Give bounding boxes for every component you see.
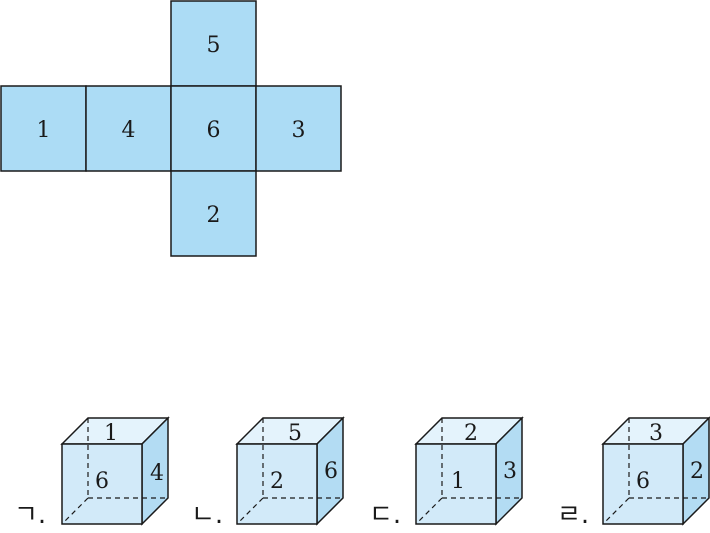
- net-face-top: 5: [170, 0, 257, 87]
- cube-1-front-number: 6: [95, 469, 109, 494]
- option-cube-2: 5 2 6: [235, 416, 345, 526]
- option-label-3: ㄷ.: [369, 500, 401, 530]
- net-face-left-number: 1: [37, 118, 51, 143]
- cube-3-right-number: 3: [503, 459, 517, 484]
- net-face-right: 3: [255, 85, 342, 172]
- cube-1-top-number: 1: [104, 421, 118, 446]
- cube-2-right-number: 6: [324, 459, 338, 484]
- cube-4-top-number: 3: [649, 421, 663, 446]
- net-face-center-number: 6: [207, 118, 221, 143]
- option-label-1: ㄱ.: [14, 500, 46, 530]
- net-face-bottom: 2: [170, 170, 257, 257]
- net-face-left: 1: [0, 85, 87, 172]
- cube-net: 5 1 4 6 3 2: [0, 0, 342, 257]
- cube-4-front-number: 6: [636, 469, 650, 494]
- net-face-center-left-number: 4: [122, 118, 136, 143]
- net-face-bottom-number: 2: [207, 203, 221, 228]
- cube-2-top-number: 5: [288, 421, 302, 446]
- cube-4-right-number: 2: [690, 459, 704, 484]
- option-label-2: ㄴ.: [191, 500, 223, 530]
- cube-1-right-number: 4: [150, 461, 164, 486]
- cube-3-top-number: 2: [464, 421, 478, 446]
- cube-3-front-number: 1: [451, 469, 465, 494]
- cube-2-front-number: 2: [270, 469, 284, 494]
- option-cube-1: 1 6 4: [60, 416, 170, 526]
- net-face-right-number: 3: [292, 118, 306, 143]
- option-cube-4: 3 6 2: [601, 416, 710, 526]
- net-face-center: 6: [170, 85, 257, 172]
- net-face-top-number: 5: [207, 33, 221, 58]
- net-face-center-left: 4: [85, 85, 172, 172]
- option-cube-3: 2 1 3: [414, 416, 524, 526]
- option-label-4: ㄹ.: [557, 500, 589, 530]
